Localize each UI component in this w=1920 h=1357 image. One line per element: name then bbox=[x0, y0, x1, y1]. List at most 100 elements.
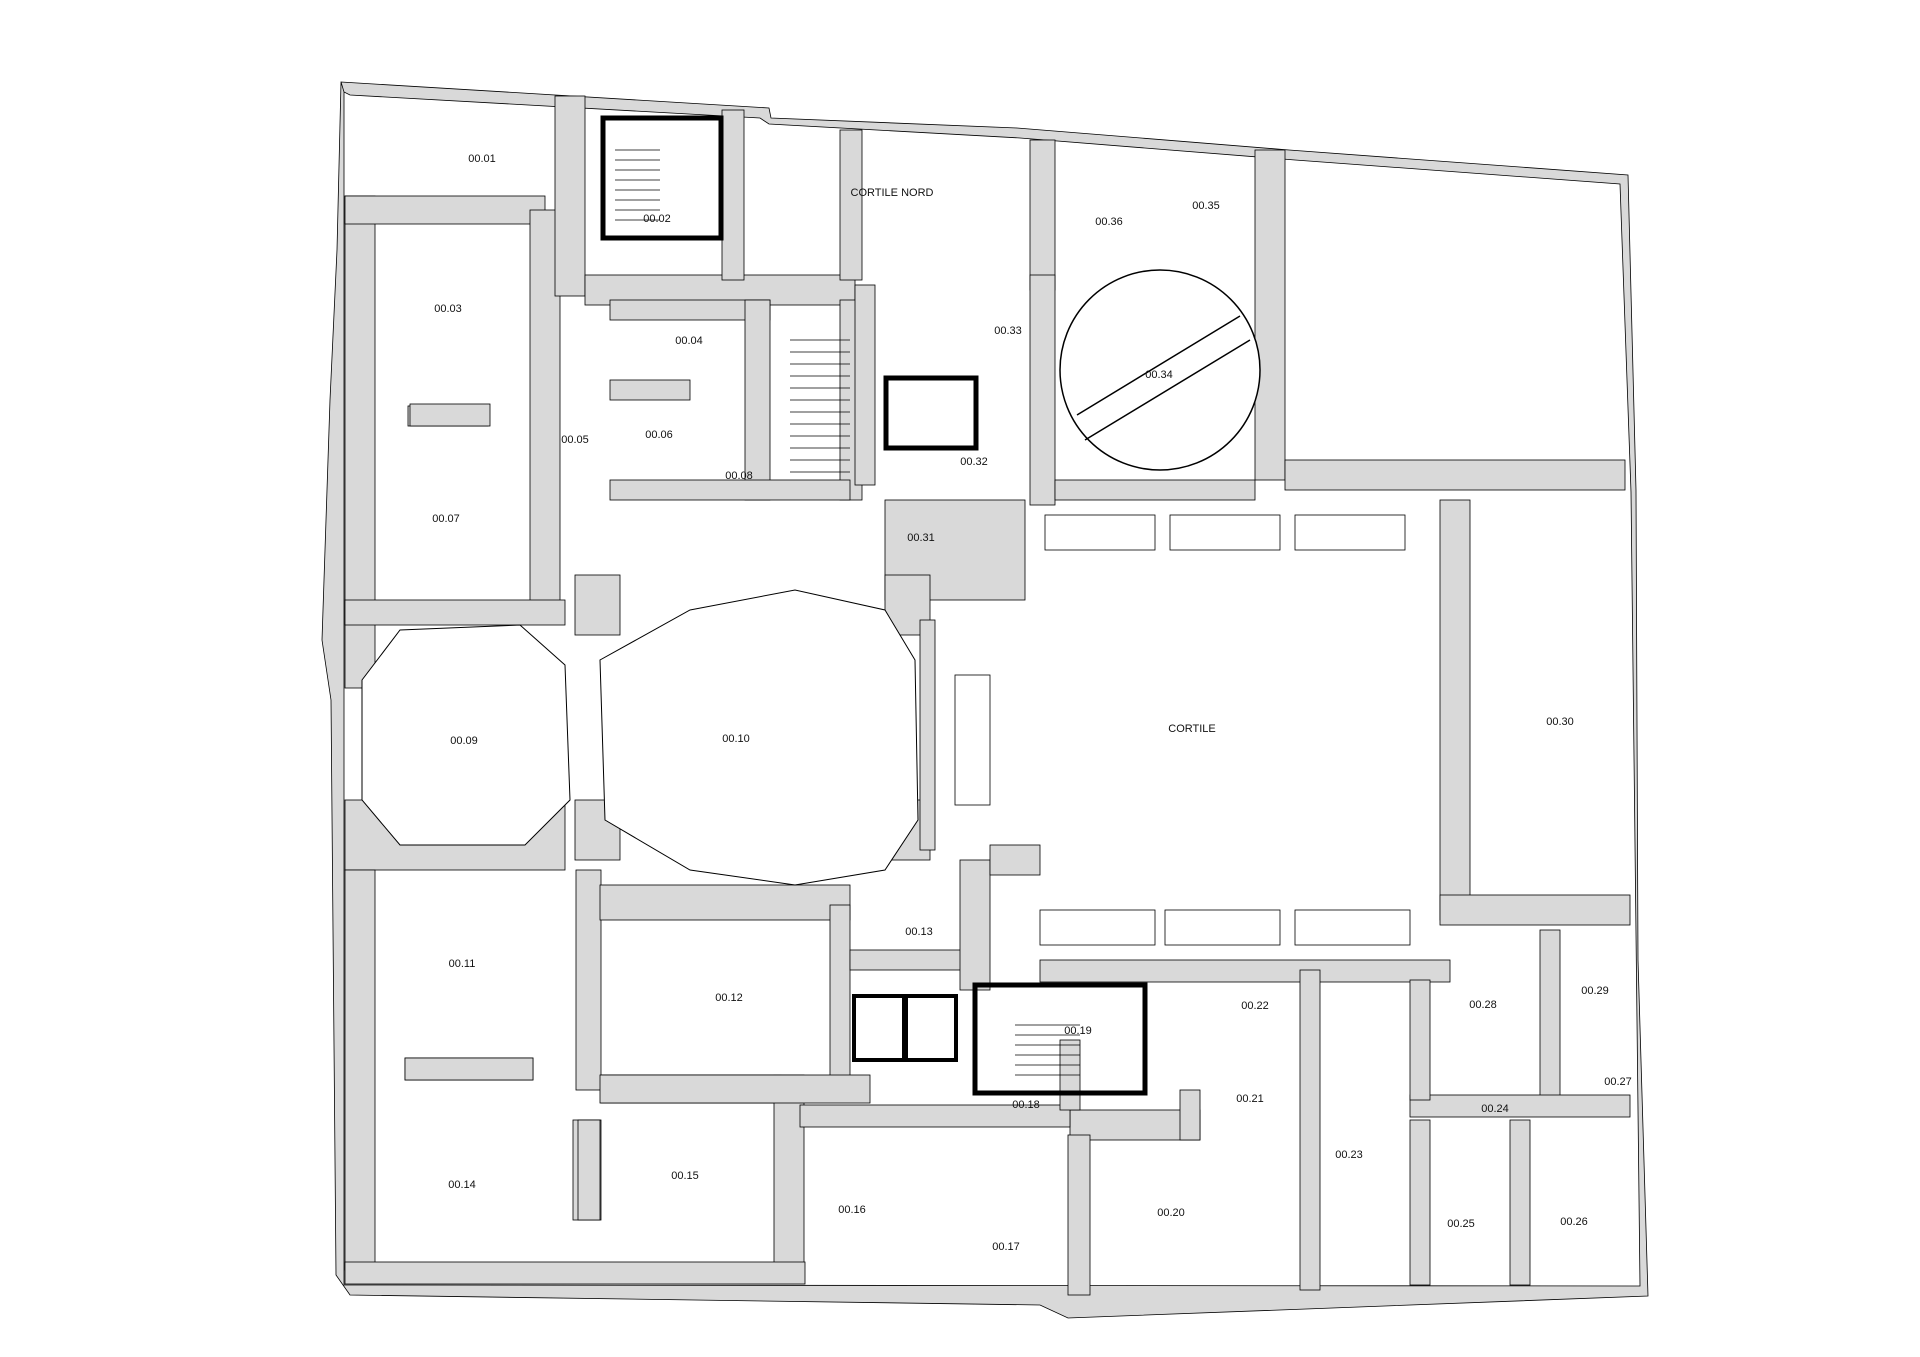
wall-segment bbox=[609, 379, 691, 401]
room-label-00-08: 00.08 bbox=[725, 470, 753, 482]
wall-segment bbox=[1067, 1134, 1091, 1296]
wall-segment bbox=[1029, 274, 1056, 506]
elevator-south-b bbox=[904, 994, 958, 1062]
room-label-00-25: 00.25 bbox=[1447, 1218, 1475, 1230]
wall-segment bbox=[575, 869, 602, 1091]
room-labels: 00.01 00.02 00.03 00.04 00.05 00.06 00.0… bbox=[432, 153, 1632, 1253]
wall-segment bbox=[344, 599, 566, 626]
room-label-00-35: 00.35 bbox=[1192, 200, 1220, 212]
room-label-00-15: 00.15 bbox=[671, 1170, 699, 1182]
wall-segment bbox=[574, 574, 621, 636]
wall-segment bbox=[344, 195, 546, 225]
room-label-00-26: 00.26 bbox=[1560, 1216, 1588, 1228]
cortile-bench bbox=[954, 674, 991, 806]
room-label-00-18: 00.18 bbox=[1012, 1099, 1040, 1111]
room-label-00-28: 00.28 bbox=[1469, 999, 1497, 1011]
round-room-outline bbox=[1059, 269, 1261, 471]
room-label-00-17: 00.17 bbox=[992, 1241, 1020, 1253]
room-label-00-20: 00.20 bbox=[1157, 1207, 1185, 1219]
cortile-planter bbox=[1044, 514, 1156, 551]
wall-segment bbox=[599, 1074, 871, 1104]
room-label-00-11: 00.11 bbox=[449, 958, 476, 970]
wall-segment bbox=[799, 1104, 1071, 1128]
room-label-00-23: 00.23 bbox=[1335, 1149, 1363, 1161]
wall-segment bbox=[1439, 499, 1471, 921]
stair-core-center bbox=[972, 982, 1148, 1096]
wall-segment bbox=[1054, 479, 1256, 501]
room-label-00-10: 00.10 bbox=[722, 733, 750, 745]
room-label-00-12: 00.12 bbox=[715, 992, 743, 1004]
pillar bbox=[577, 1119, 601, 1221]
central-hall bbox=[599, 589, 919, 886]
wall-segment bbox=[1179, 1089, 1201, 1141]
wall-segment bbox=[1409, 1094, 1631, 1118]
room-label-00-32: 00.32 bbox=[960, 456, 988, 468]
pillar bbox=[404, 1057, 534, 1081]
wall-segment bbox=[1439, 894, 1631, 926]
room-label-00-36: 00.36 bbox=[1095, 216, 1123, 228]
room-label-00-06: 00.06 bbox=[645, 429, 673, 441]
wall-segment bbox=[1539, 929, 1561, 1101]
room-label-00-05: 00.05 bbox=[561, 434, 589, 446]
room-label-00-27: 00.27 bbox=[1604, 1076, 1632, 1088]
wall-segment bbox=[344, 869, 376, 1271]
wall-layer bbox=[321, 81, 1649, 1319]
room-label-00-16: 00.16 bbox=[838, 1204, 866, 1216]
wall-segment bbox=[1029, 139, 1056, 291]
wall-segment bbox=[1509, 1119, 1531, 1286]
round-room-chord bbox=[1084, 339, 1251, 441]
courtyard-details bbox=[404, 403, 1411, 1221]
cortile-planter bbox=[1039, 909, 1156, 946]
room-label-00-19: 00.19 bbox=[1064, 1025, 1092, 1037]
wall-segment bbox=[599, 884, 851, 921]
wall-segment bbox=[609, 479, 851, 501]
room-label-00-31: 00.31 bbox=[907, 532, 935, 544]
wall-segment bbox=[854, 284, 876, 486]
stair-core-north bbox=[600, 115, 724, 241]
courtyard-label: CORTILE bbox=[1168, 723, 1215, 735]
wall-segment bbox=[989, 844, 1041, 876]
wall-segment bbox=[344, 1261, 806, 1285]
room-label-00-29: 00.29 bbox=[1581, 985, 1609, 997]
wall-segment bbox=[839, 129, 863, 281]
octagon-room-0009 bbox=[361, 624, 571, 846]
elevator-south-a bbox=[852, 994, 906, 1062]
stair-cores bbox=[600, 115, 1148, 1096]
room-label-00-02: 00.02 bbox=[643, 213, 671, 225]
wall-segment bbox=[849, 949, 971, 971]
room-label-00-03: 00.03 bbox=[434, 303, 462, 315]
wall-segment bbox=[959, 859, 991, 991]
room-label-00-22: 00.22 bbox=[1241, 1000, 1269, 1012]
wall-segment bbox=[554, 95, 586, 297]
elevator-north bbox=[883, 375, 979, 451]
room-label-00-24: 00.24 bbox=[1481, 1103, 1509, 1115]
room-label-00-01: 00.01 bbox=[468, 153, 496, 165]
outer-wall bbox=[321, 81, 1649, 1319]
pillar bbox=[409, 403, 491, 427]
cortile-planter bbox=[1169, 514, 1281, 551]
cortile-planter bbox=[1294, 909, 1411, 946]
wall-segment bbox=[919, 619, 936, 851]
wall-segment bbox=[1299, 969, 1321, 1291]
wall-segment bbox=[829, 904, 851, 1091]
wall-segment bbox=[1284, 459, 1626, 491]
wall-segment bbox=[1409, 1119, 1431, 1286]
north-courtyard-label: CORTILE NORD bbox=[851, 187, 934, 199]
round-room bbox=[1059, 269, 1261, 471]
wall-segment bbox=[744, 299, 771, 501]
room-label-00-30: 00.30 bbox=[1546, 716, 1574, 728]
wall-segment bbox=[773, 1074, 805, 1266]
round-room-chord bbox=[1076, 315, 1241, 416]
wall-segment bbox=[1254, 149, 1286, 481]
room-label-00-14: 00.14 bbox=[448, 1179, 476, 1191]
room-label-00-07: 00.07 bbox=[432, 513, 460, 525]
cortile-planter bbox=[1294, 514, 1406, 551]
room-label-00-04: 00.04 bbox=[675, 335, 703, 347]
room-label-00-34: 00.34 bbox=[1145, 369, 1173, 381]
stair-treads bbox=[615, 149, 1080, 1076]
wall-segment bbox=[1039, 959, 1451, 983]
room-label-00-13: 00.13 bbox=[905, 926, 933, 938]
room-label-00-33: 00.33 bbox=[994, 325, 1022, 337]
wall-segment bbox=[1409, 979, 1431, 1101]
